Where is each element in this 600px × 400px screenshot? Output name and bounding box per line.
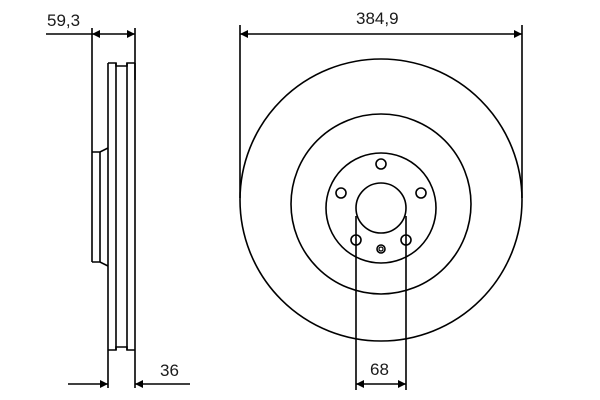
bolt-hole (375, 158, 387, 170)
front-view (239, 25, 523, 390)
hub-circle (325, 152, 437, 264)
dimension-label-center-bore: 68 (370, 360, 389, 379)
locating-hole (376, 244, 386, 254)
bolt-hole (335, 187, 347, 199)
hub-top-edge (92, 147, 109, 153)
friction-ring-inner (290, 113, 472, 295)
bolt-hole (415, 187, 427, 199)
disc-bottom-edge (108, 346, 135, 351)
disc-top-edge (108, 62, 135, 67)
dimension-label-outer-diameter: 384,9 (356, 9, 399, 28)
dimension-label-hub-height: 59,3 (47, 11, 81, 30)
dimension-label-disc-thickness: 36 (160, 361, 179, 380)
outer-rim (239, 58, 523, 342)
side-view (91, 28, 136, 388)
center-bore (355, 182, 407, 234)
